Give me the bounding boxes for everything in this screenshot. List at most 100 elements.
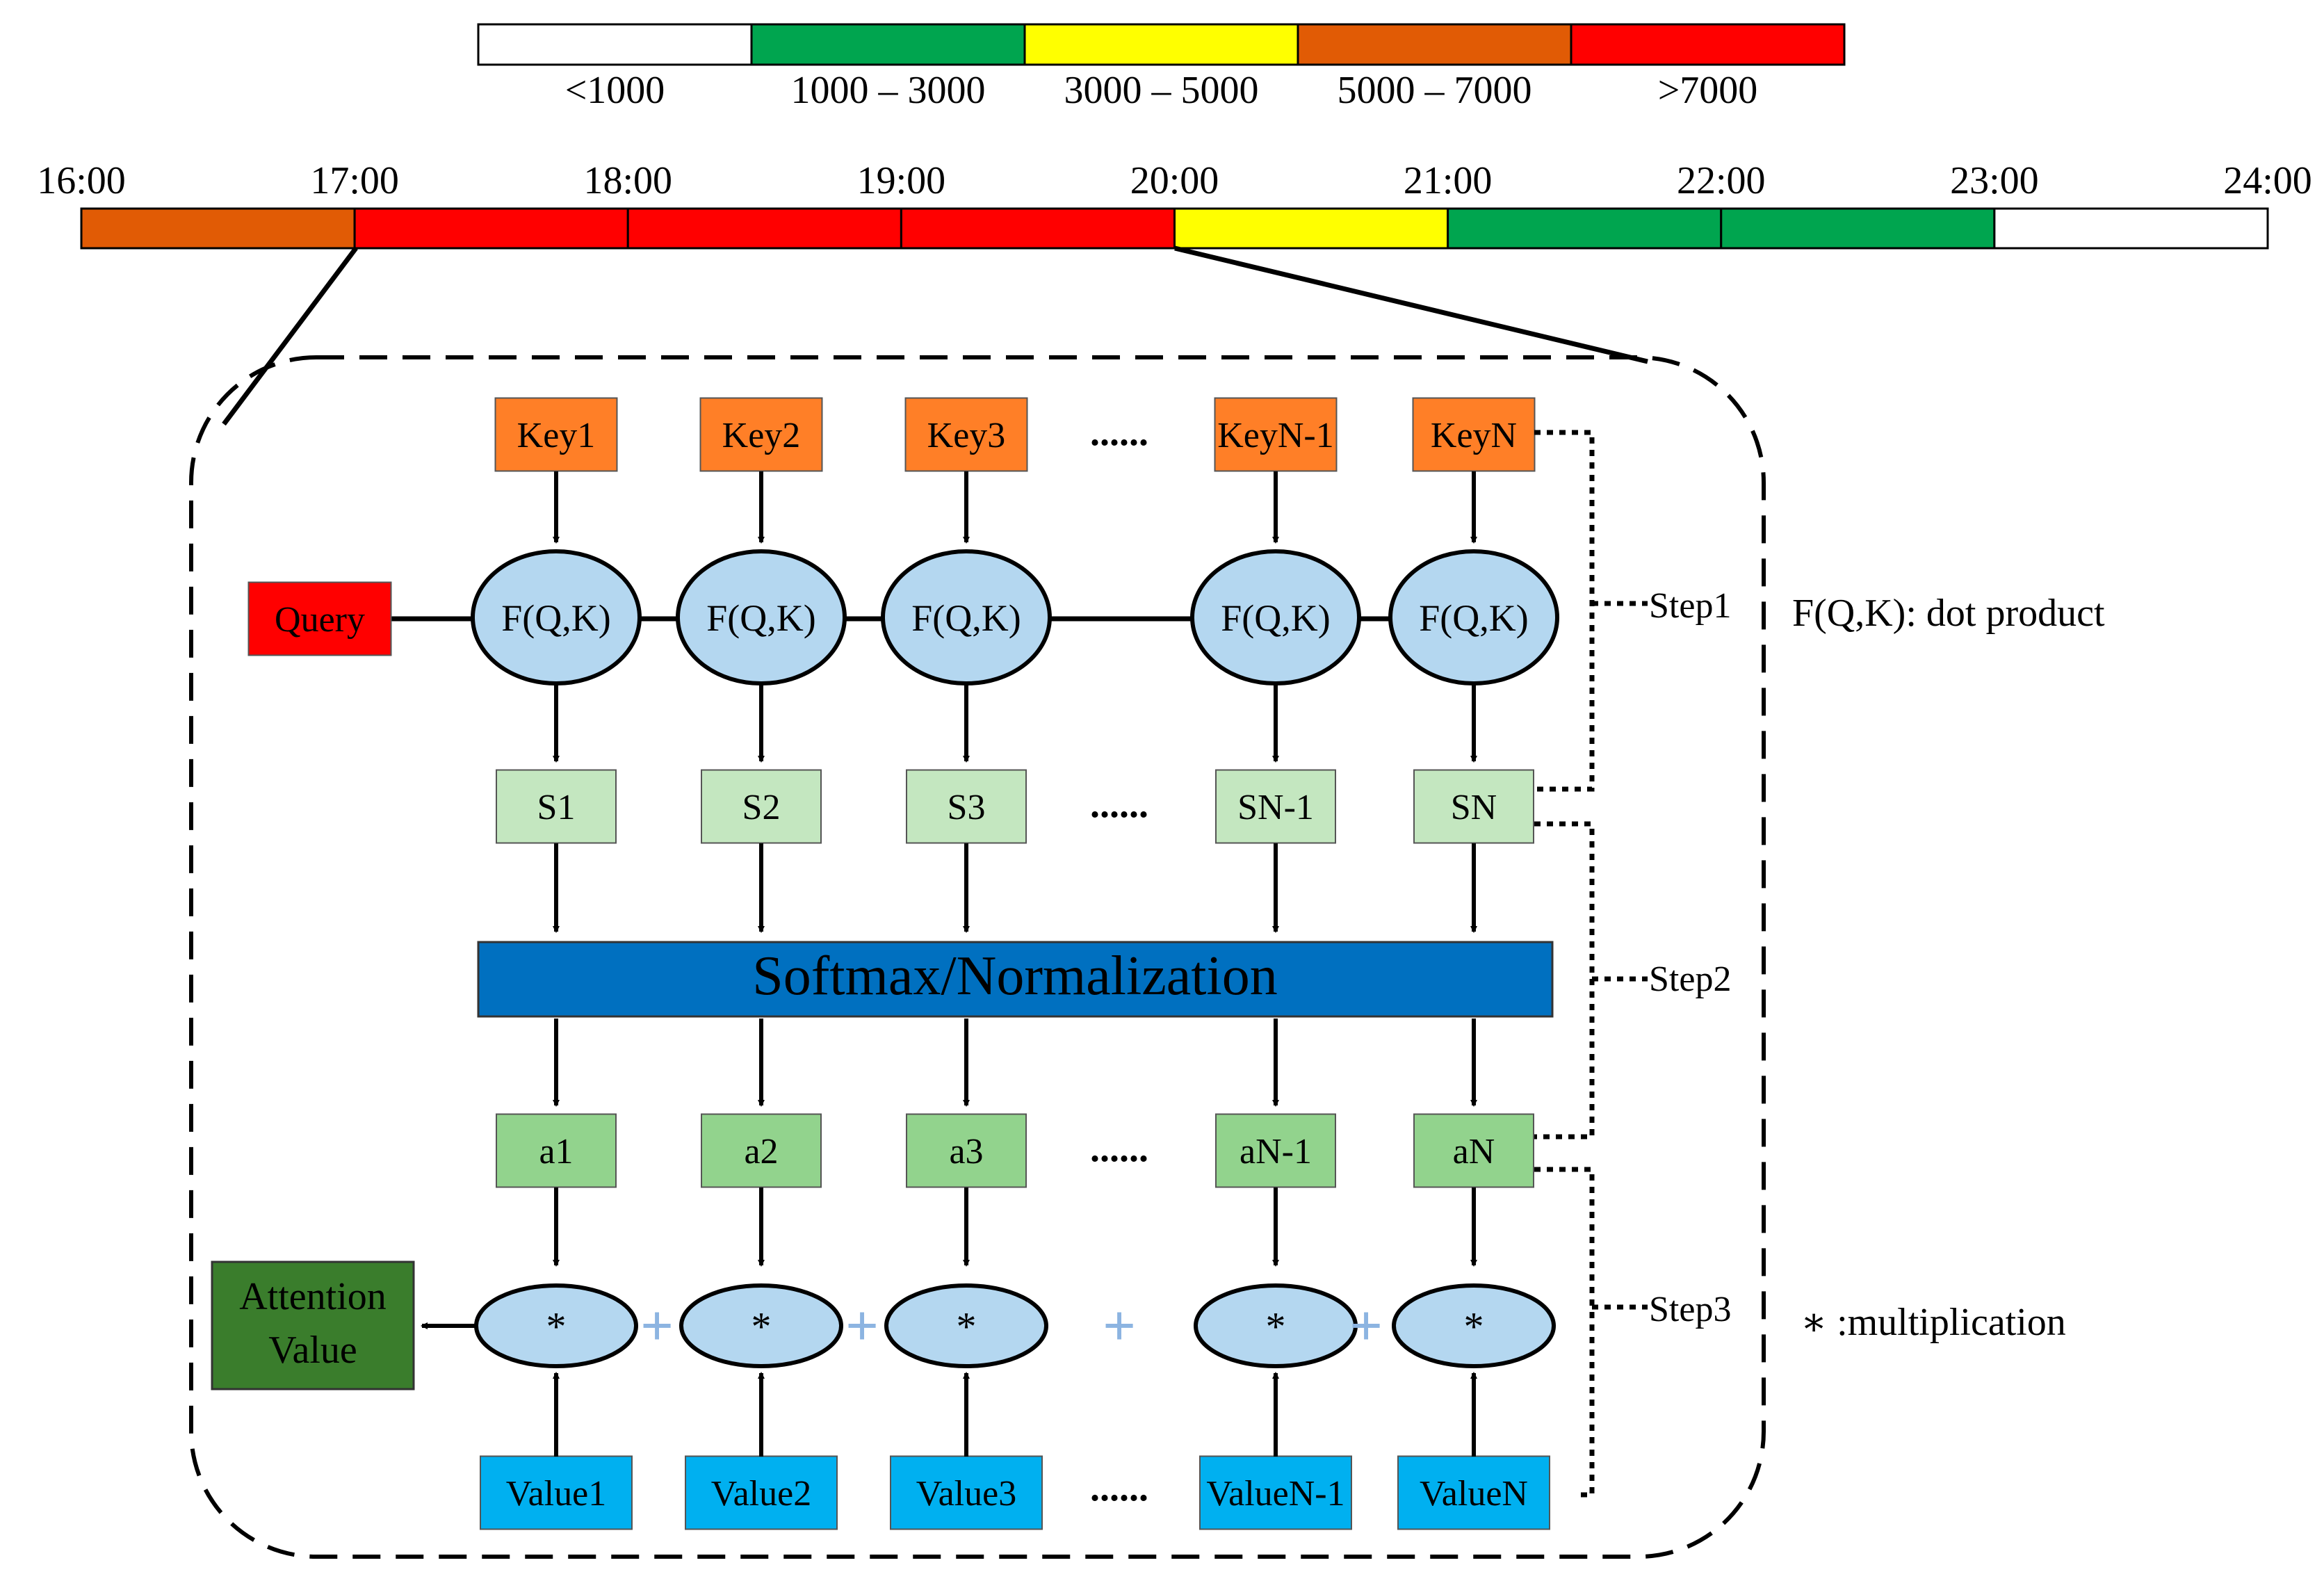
legend-label-2: 3000 – 5000 — [1064, 69, 1259, 112]
ellipsis-values: ...... — [1090, 1466, 1148, 1509]
zoom-line-left — [222, 246, 358, 426]
timeline-tick-6: 22:00 — [1677, 159, 1766, 202]
key-box-4-label: KeyN — [1431, 416, 1517, 455]
key-box-3-label: KeyN-1 — [1217, 416, 1334, 455]
mult-ellipse-0-label: * — [546, 1304, 567, 1349]
score-fn-ellipse-0 — [471, 549, 642, 686]
value-box-0-label: Value1 — [506, 1474, 606, 1514]
value-box-3 — [1199, 1455, 1352, 1530]
ellipsis-keys: ...... — [1090, 411, 1148, 454]
score-box-4-label: SN — [1451, 788, 1497, 827]
timeline-tick-1: 17:00 — [310, 159, 399, 202]
value-box-4 — [1397, 1455, 1550, 1530]
score-fn-ellipse-4 — [1388, 549, 1559, 686]
score-fn-ellipse-0-label: F(Q,K) — [501, 597, 611, 639]
step-label-1: Step1 — [1649, 586, 1731, 626]
ellipsis-weights: ...... — [1090, 1127, 1148, 1170]
key-box-1 — [699, 397, 823, 472]
weight-box-2-label: a3 — [949, 1132, 983, 1171]
value-box-4-label: ValueN — [1420, 1474, 1528, 1514]
score-box-2 — [906, 769, 1027, 844]
zoom-line-right — [1174, 245, 1648, 364]
timeline-segment-0 — [80, 207, 356, 250]
weight-box-3 — [1215, 1113, 1336, 1188]
key-box-1-label: Key2 — [722, 416, 801, 455]
score-fn-ellipse-1-label: F(Q,K) — [706, 597, 816, 639]
timeline-segment-4 — [1173, 207, 1449, 250]
score-box-1-label: S2 — [742, 788, 781, 827]
score-box-1 — [701, 769, 822, 844]
timeline: 16:00 17:00 18:00 19:00 20:00 21:00 22:00 23:00… — [37, 159, 2312, 250]
softmax-bar — [477, 941, 1554, 1018]
timeline-tick-2: 18:00 — [583, 159, 672, 202]
legend-swatch-3 — [1297, 23, 1573, 66]
timeline-segment-2 — [626, 207, 902, 250]
query-box — [247, 581, 392, 656]
score-box-0 — [496, 769, 617, 844]
step-label-2: Step2 — [1649, 959, 1731, 999]
timeline-tick-7: 23:00 — [1950, 159, 2039, 202]
mult-ellipse-4 — [1392, 1283, 1556, 1368]
weight-box-0 — [496, 1113, 617, 1188]
value-box-1 — [685, 1455, 838, 1530]
mult-ellipse-3-label: * — [1266, 1304, 1286, 1349]
legend-label-1: 1000 – 3000 — [791, 69, 986, 112]
score-box-3 — [1215, 769, 1336, 844]
score-fn-ellipse-2-label: F(Q,K) — [911, 597, 1021, 639]
key-box-3 — [1214, 397, 1338, 472]
attention-value-box — [211, 1260, 415, 1391]
timeline-tick-0: 16:00 — [37, 159, 126, 202]
legend-swatch-1 — [750, 23, 1026, 66]
score-box-3-label: SN-1 — [1237, 788, 1314, 827]
score-box-4 — [1413, 769, 1534, 844]
key-box-0-label: Key1 — [517, 416, 596, 455]
weight-box-4-label: aN — [1453, 1132, 1495, 1171]
legend: <1000 1000 – 3000 3000 – 5000 5000 – 7000 >7… — [477, 23, 1846, 112]
note-dot-product: F(Q,K): dot product — [1792, 592, 2105, 635]
mult-ellipse-1-label: * — [751, 1304, 772, 1349]
key-box-2 — [904, 397, 1028, 472]
mult-ellipse-3 — [1194, 1283, 1358, 1368]
value-box-1-label: Value2 — [711, 1474, 811, 1514]
attention-value-label-1: Attention — [239, 1275, 387, 1318]
key-box-0 — [494, 397, 618, 472]
score-fn-ellipse-4-label: F(Q,K) — [1419, 597, 1529, 639]
value-box-2-label: Value3 — [916, 1474, 1016, 1514]
step3-bracket — [1534, 1167, 1595, 1498]
step-label-3: Step3 — [1649, 1290, 1731, 1329]
key-box-4 — [1412, 397, 1536, 472]
timeline-tick-5: 21:00 — [1404, 159, 1493, 202]
mult-ellipse-1 — [679, 1283, 843, 1368]
value-box-2 — [890, 1455, 1043, 1530]
timeline-segment-7 — [1993, 207, 2269, 250]
mult-ellipse-4-label: * — [1464, 1304, 1484, 1349]
timeline-tick-3: 19:00 — [857, 159, 946, 202]
legend-swatch-2 — [1023, 23, 1299, 66]
legend-label-0: <1000 — [565, 69, 665, 112]
plus-sign-1: + — [845, 1294, 879, 1359]
plus-sign-0: + — [640, 1294, 674, 1359]
weight-box-2 — [906, 1113, 1027, 1188]
weight-box-0-label: a1 — [539, 1132, 573, 1171]
legend-label-3: 5000 – 7000 — [1338, 69, 1532, 112]
key-box-2-label: Key3 — [927, 416, 1006, 455]
timeline-segment-1 — [353, 207, 629, 250]
legend-swatch-4 — [1570, 23, 1846, 66]
weight-box-3-label: aN-1 — [1240, 1132, 1312, 1171]
score-fn-ellipse-3-label: F(Q,K) — [1221, 597, 1331, 639]
legend-label-4: >7000 — [1658, 69, 1758, 112]
score-box-0-label: S1 — [537, 788, 576, 827]
plus-sign-2: + — [1103, 1294, 1136, 1359]
mult-ellipse-2 — [884, 1283, 1048, 1368]
query-box-label: Query — [275, 600, 365, 640]
plus-sign-3: + — [1349, 1294, 1383, 1359]
mult-ellipse-2-label: * — [957, 1304, 977, 1349]
timeline-segment-3 — [900, 207, 1176, 250]
value-box-3-label: ValueN-1 — [1206, 1474, 1344, 1514]
weight-box-4 — [1413, 1113, 1534, 1188]
ellipsis-scores: ...... — [1090, 783, 1148, 826]
score-fn-ellipse-3 — [1190, 549, 1361, 686]
diagram-body: QueryKey1F(Q,K)S1a1*Value1Key2F(Q,K)S2a2… — [211, 397, 2105, 1530]
timeline-tick-4: 20:00 — [1130, 159, 1219, 202]
